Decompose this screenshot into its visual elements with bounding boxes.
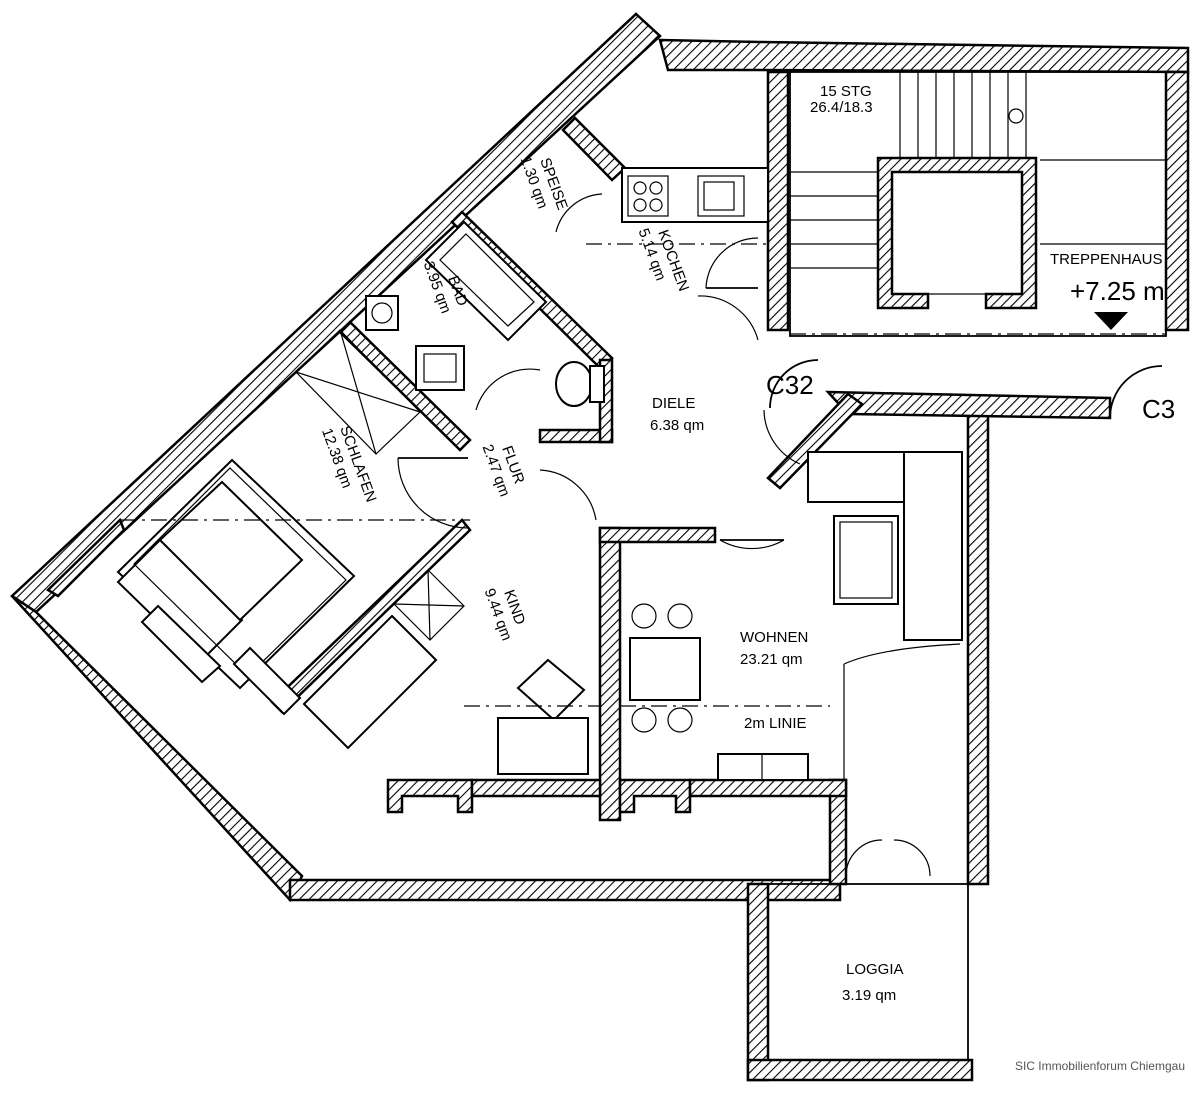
pantry bbox=[555, 193, 603, 233]
diele-area: 6.38 qm bbox=[650, 417, 704, 434]
loggia bbox=[746, 882, 974, 1082]
bedroom bbox=[116, 329, 470, 716]
bathroom bbox=[365, 220, 605, 411]
section-markers bbox=[769, 359, 1163, 419]
credit-text: SIC Immobilienforum Chiemgau bbox=[1014, 1059, 1185, 1073]
outer-walls bbox=[9, 12, 1190, 903]
hallway bbox=[397, 295, 801, 550]
stairs-steps: 15 STG bbox=[820, 83, 872, 100]
treppenhaus-level: +7.25 m bbox=[1070, 276, 1165, 306]
stairwell bbox=[789, 71, 1167, 337]
level-marker-icon bbox=[1094, 312, 1128, 330]
living-room bbox=[620, 451, 963, 877]
kitchen bbox=[586, 167, 769, 289]
stairs-ratio: 26.4/18.3 bbox=[810, 99, 873, 116]
wohnen-area: 23.21 qm bbox=[740, 651, 803, 668]
treppenhaus-label: TREPPENHAUS bbox=[1050, 251, 1163, 268]
wohnen-label: WOHNEN bbox=[740, 629, 808, 646]
marker-c32: C32 bbox=[766, 370, 814, 400]
marker-c3: C3 bbox=[1142, 394, 1175, 424]
loggia-area: 3.19 qm bbox=[842, 987, 896, 1004]
diele-label: DIELE bbox=[652, 395, 695, 412]
child-room bbox=[302, 569, 600, 775]
line-2m-label: 2m LINIE bbox=[744, 715, 807, 732]
loggia-label: LOGGIA bbox=[846, 961, 904, 978]
